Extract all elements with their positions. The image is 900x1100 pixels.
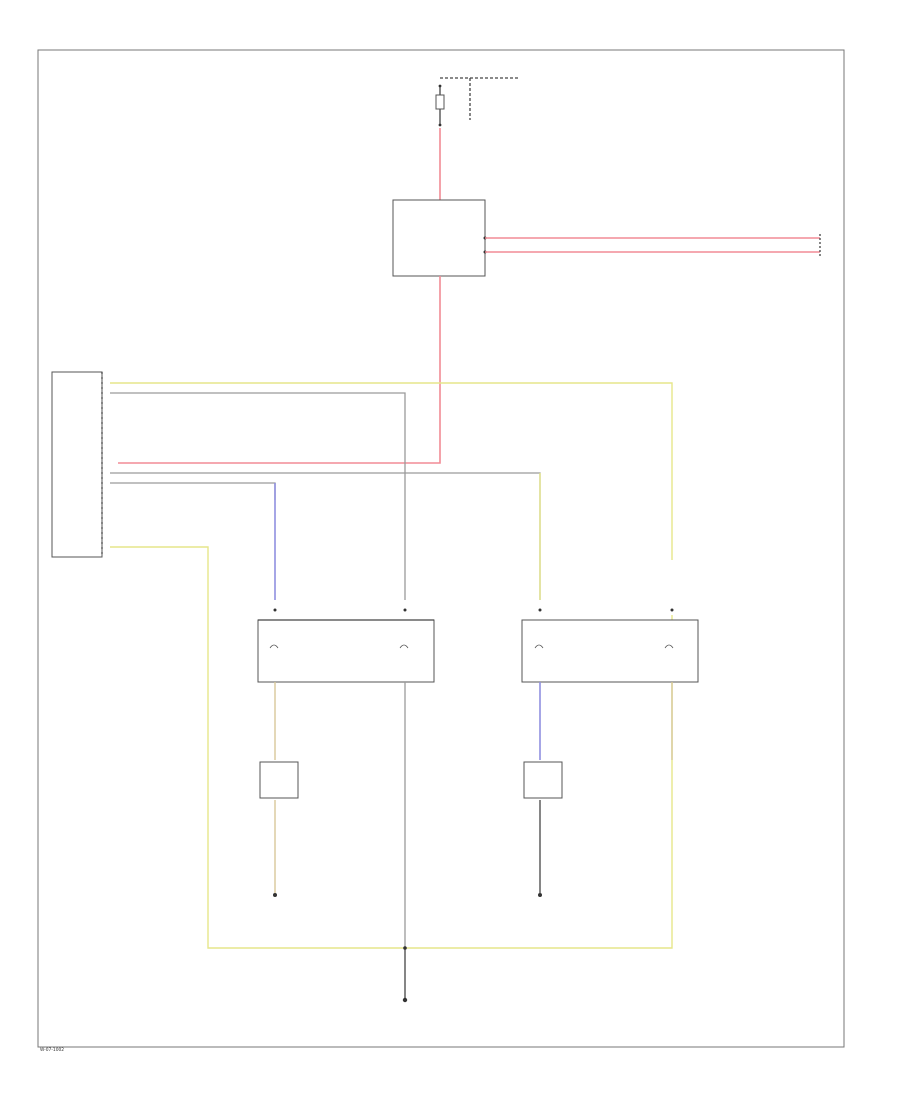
right-heater-pin: [538, 608, 542, 612]
module-gray-wire: [110, 392, 406, 600]
figure-code: W-07-1002: [40, 1047, 64, 1053]
left-seat-element: [259, 761, 299, 799]
fuse-node: [438, 123, 442, 127]
right-seat-element: [523, 761, 563, 799]
left-heater-module: [257, 619, 435, 683]
fuse-element: [435, 94, 445, 110]
ground-loop-wire: [110, 546, 673, 949]
left-heater-element-icon: [269, 644, 279, 649]
left-heater-pin: [403, 608, 407, 612]
control-module: [51, 371, 103, 558]
left-heater-pin: [273, 608, 277, 612]
module-yellow-wire: [110, 382, 673, 560]
left-ground-point: [273, 893, 277, 897]
right-heater-module: [521, 619, 699, 683]
fuse-node: [438, 84, 442, 88]
right-heater-pin: [670, 608, 674, 612]
module-gray-wire-2: [110, 472, 541, 600]
central-ground-point: [402, 997, 408, 1003]
left-sensor-icon: [399, 644, 409, 649]
right-heater-element-icon: [534, 644, 544, 649]
relay-box: [392, 199, 486, 277]
central-splice: [403, 946, 407, 950]
right-ground-point: [538, 893, 542, 897]
relay-to-module-wire: [118, 276, 441, 464]
right-sensor-icon: [664, 644, 674, 649]
module-gray-wire-3: [110, 482, 276, 500]
fuse-block: [435, 77, 520, 127]
diagram-border: [37, 49, 845, 1048]
